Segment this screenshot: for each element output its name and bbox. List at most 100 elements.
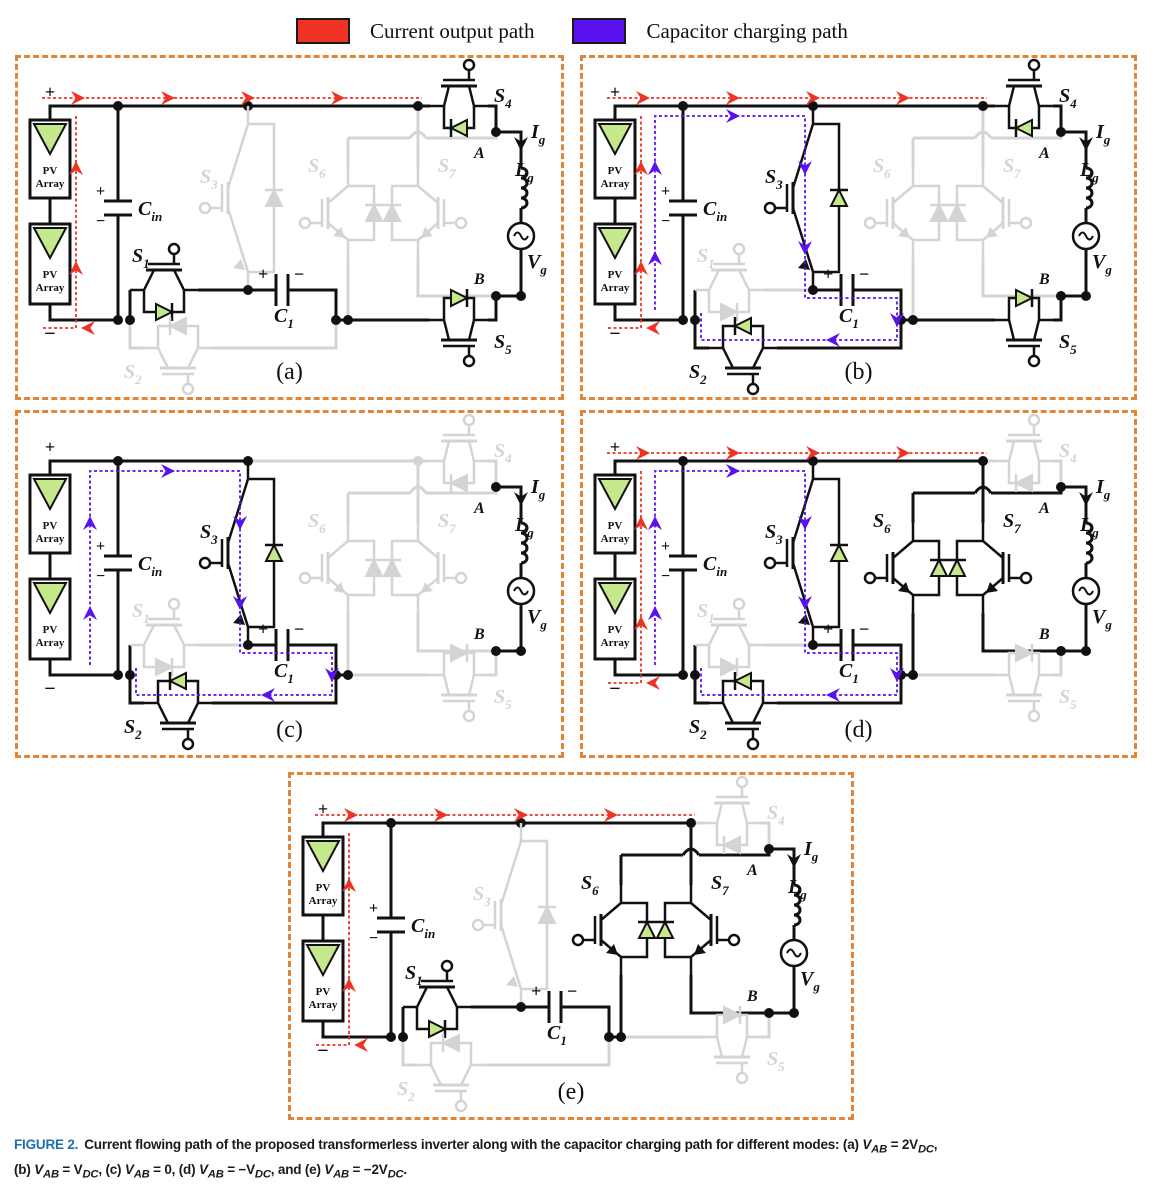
wire-c1-right — [853, 288, 903, 320]
flow-arrow — [806, 91, 820, 105]
switch-s1-label: S1 — [132, 600, 150, 626]
wire-s5-right — [1053, 296, 1063, 322]
flow-arrow — [726, 464, 740, 478]
diode-icon — [382, 202, 402, 222]
switch-s3-label: S3 — [473, 883, 491, 909]
gate-terminal-icon — [462, 354, 476, 368]
caption-lead: Current flowing path of the proposed tra… — [84, 1137, 843, 1152]
pv-label: PV — [43, 165, 58, 177]
diode-icon — [829, 187, 849, 207]
c1-label: C1 — [839, 305, 859, 331]
gate-terminal-icon — [462, 709, 476, 723]
junction-dot — [343, 670, 353, 680]
lg-label: Lg — [1079, 159, 1099, 185]
switch-s6-label: S6 — [308, 510, 326, 536]
wire-c1-right — [288, 288, 338, 320]
vg-label: Vg — [1092, 606, 1112, 632]
wire-dc-neg — [613, 659, 683, 677]
flow-arrow — [233, 516, 247, 530]
junction-dot — [398, 1032, 408, 1042]
switch-s7 — [382, 168, 468, 258]
junction-dot — [690, 670, 700, 680]
wire-crossover-hop — [408, 130, 428, 139]
inductor-icon — [1085, 166, 1094, 210]
flow-arrow — [241, 91, 255, 105]
pv-array-box — [28, 577, 72, 661]
flow-arrow — [636, 91, 650, 105]
cin-label: Cin — [703, 198, 727, 224]
diode-icon — [1015, 643, 1035, 663]
node-a-label: A — [1038, 145, 1050, 162]
gate-terminal-icon — [763, 556, 777, 570]
switch-s1 — [403, 959, 471, 1039]
ig-label: Ig — [803, 838, 819, 864]
junction-dot — [491, 646, 501, 656]
switch-s5 — [430, 643, 488, 723]
flow-arrow — [826, 688, 840, 702]
flow-arrow — [896, 91, 910, 105]
wire-dc-neg — [321, 1021, 391, 1039]
wire-s5-right — [1053, 651, 1063, 677]
vg-label: Vg — [1092, 251, 1112, 277]
c1-plus: + — [531, 981, 541, 1001]
junction-dot — [113, 670, 123, 680]
charging-path-trace — [654, 470, 898, 696]
flow-arrow — [83, 516, 97, 530]
wire-s7-bot — [416, 613, 496, 653]
cin-plus: + — [661, 538, 670, 555]
flow-arrow — [71, 91, 85, 105]
pv-label: Array — [36, 637, 65, 649]
switch-s2 — [144, 316, 212, 396]
wire-s5-right — [761, 1013, 771, 1039]
switch-s4-label: S4 — [494, 85, 512, 111]
switch-s6 — [863, 168, 949, 258]
flow-arrow — [161, 464, 175, 478]
switch-s6-label: S6 — [581, 872, 599, 898]
wires — [48, 459, 529, 705]
flow-arrow — [648, 251, 662, 265]
switch-s3 — [198, 106, 284, 290]
switch-s6 — [298, 168, 384, 258]
node-b-label: B — [473, 626, 485, 643]
gate-terminal-icon — [462, 58, 476, 72]
gate-terminal-icon — [454, 1099, 468, 1113]
switch-s1-label: S1 — [697, 245, 715, 271]
wire-grid-top — [496, 130, 523, 168]
output-current-path — [42, 91, 422, 335]
switch-s4 — [995, 413, 1053, 493]
wire-s4-right — [488, 459, 498, 487]
panel-label-c: (c) — [276, 717, 303, 743]
pv-cell-icon — [32, 227, 68, 261]
switch-s5 — [995, 643, 1053, 723]
wire-s4-right — [1053, 459, 1063, 487]
junction-dot — [686, 818, 696, 828]
junction-dot — [908, 315, 918, 325]
diode-icon — [155, 657, 175, 677]
switch-s3-label: S3 — [200, 521, 218, 547]
diode-icon — [947, 557, 967, 577]
switch-s3 — [763, 106, 849, 290]
sine-wave-icon — [1078, 586, 1094, 596]
current-direction-arrow — [514, 137, 528, 151]
diode-icon — [448, 473, 468, 493]
inductor-icon — [793, 883, 802, 927]
switch-s6 — [863, 523, 949, 613]
flow-arrow — [806, 446, 820, 460]
switch-s2-label: S2 — [689, 716, 707, 742]
wire-grid-top — [1061, 485, 1088, 523]
dc-plus-sign: + — [610, 437, 620, 457]
junction-dot — [808, 285, 818, 295]
wire-dc-neg — [613, 304, 683, 322]
gate-terminal-icon — [732, 242, 746, 256]
junction-dot — [343, 315, 353, 325]
pv-cell-icon — [32, 478, 68, 512]
flow-arrow — [648, 606, 662, 620]
